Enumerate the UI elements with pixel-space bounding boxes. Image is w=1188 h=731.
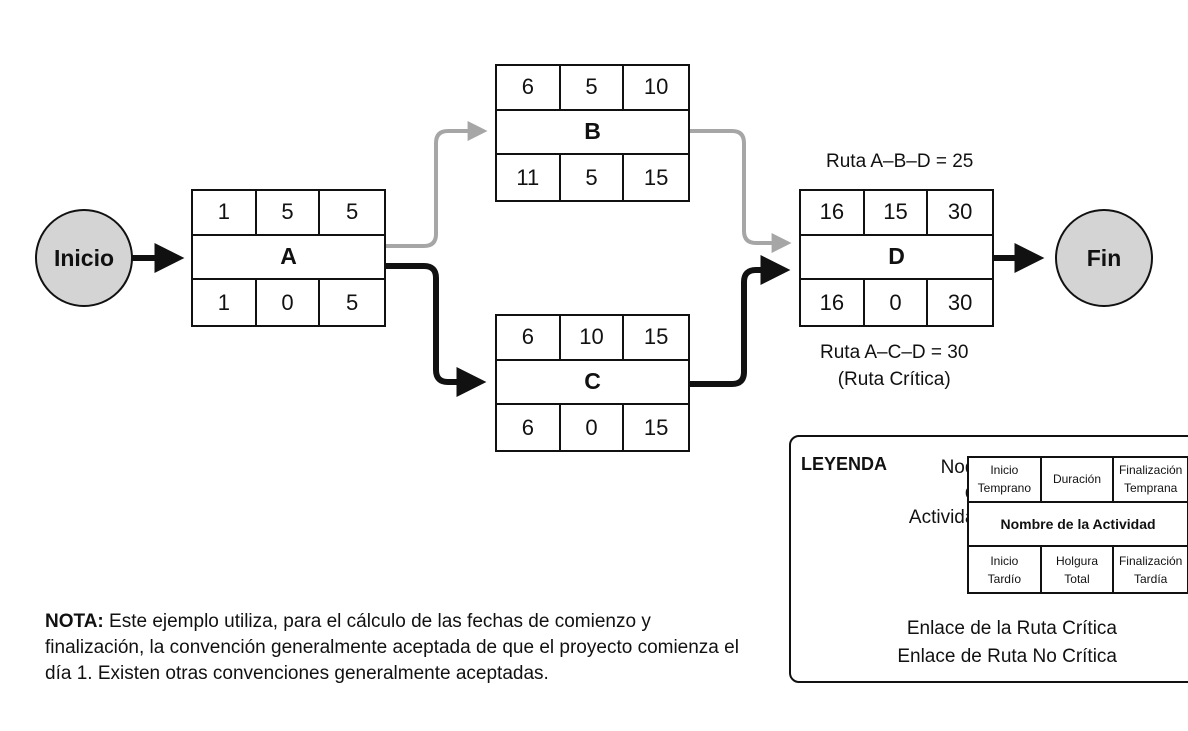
early-finish: 15	[624, 316, 688, 361]
legend-box: LEYENDA Nodo de Actividad InicioTemprano…	[789, 435, 1188, 683]
noncritical-link-b-d	[689, 129, 792, 253]
total-slack: 5	[561, 155, 625, 200]
start-node-label: Inicio	[53, 244, 115, 271]
total-slack: 0	[865, 280, 929, 325]
legend-critical-link-label: Enlace de la Ruta Crítica	[906, 618, 1117, 639]
early-finish: 5	[320, 191, 384, 236]
early-finish: 10	[624, 66, 688, 111]
early-start: 16	[801, 191, 865, 236]
duration: 5	[560, 66, 625, 111]
path-abd-label: Ruta A–B–D = 25	[826, 148, 973, 175]
activity-name: A	[193, 236, 384, 281]
late-start: 6	[497, 405, 561, 450]
total-slack: 0	[257, 280, 321, 325]
legend-title: LEYENDA	[801, 454, 888, 474]
activity-name: C	[497, 361, 688, 406]
activity-node-a: 1 5 5 A 1 0 5	[191, 189, 386, 327]
legend-duration: Duración	[1041, 458, 1115, 503]
critical-link-a-c	[384, 263, 487, 397]
late-start: 1	[193, 280, 257, 325]
noncritical-link-a-b	[384, 121, 488, 248]
duration: 5	[256, 191, 321, 236]
early-start: 1	[193, 191, 257, 236]
early-start: 6	[497, 66, 561, 111]
footnote-label: NOTA:	[45, 611, 104, 632]
activity-node-d: 16 15 30 D 16 0 30	[799, 189, 994, 327]
legend-node-label-line: Actividad	[908, 507, 986, 528]
late-start: 16	[801, 280, 865, 325]
path-abd-text: Ruta A–B–D = 25	[826, 151, 974, 172]
duration: 10	[560, 316, 625, 361]
late-finish: 15	[643, 164, 669, 190]
path-acd-text: Ruta A–C–D = 30	[820, 342, 969, 363]
late-start: 11	[497, 155, 561, 200]
start-node: Inicio	[35, 209, 133, 307]
legend-activity-name: Nombre de la Actividad	[969, 503, 1187, 548]
early-finish: 30	[928, 191, 992, 236]
total-slack: 0	[561, 405, 625, 450]
path-acd-label: Ruta A–C–D = 30 (Ruta Crítica)	[820, 339, 968, 393]
critical-path-note: (Ruta Crítica)	[837, 369, 951, 390]
late-finish: 5	[346, 289, 359, 315]
activity-name: D	[801, 236, 992, 281]
duration: 15	[864, 191, 929, 236]
end-node-label: Fin	[1086, 244, 1122, 271]
end-node: Fin	[1055, 209, 1153, 307]
footnote: NOTA: Este ejemplo utiliza, para el cálc…	[45, 609, 745, 687]
activity-name: B	[497, 111, 688, 156]
late-finish: 30	[947, 289, 973, 315]
activity-node-b: 6 5 10 B 11 5 15	[495, 64, 690, 202]
early-start: 6	[497, 316, 561, 361]
footnote-text: Este ejemplo utiliza, para el cálculo de…	[45, 611, 739, 684]
activity-node-c: 6 10 15 C 6 0 15	[495, 314, 690, 452]
legend-noncritical-link-label: Enlace de Ruta No Crítica	[897, 646, 1117, 667]
critical-link-c-d	[689, 255, 791, 387]
late-finish: 15	[643, 414, 669, 440]
